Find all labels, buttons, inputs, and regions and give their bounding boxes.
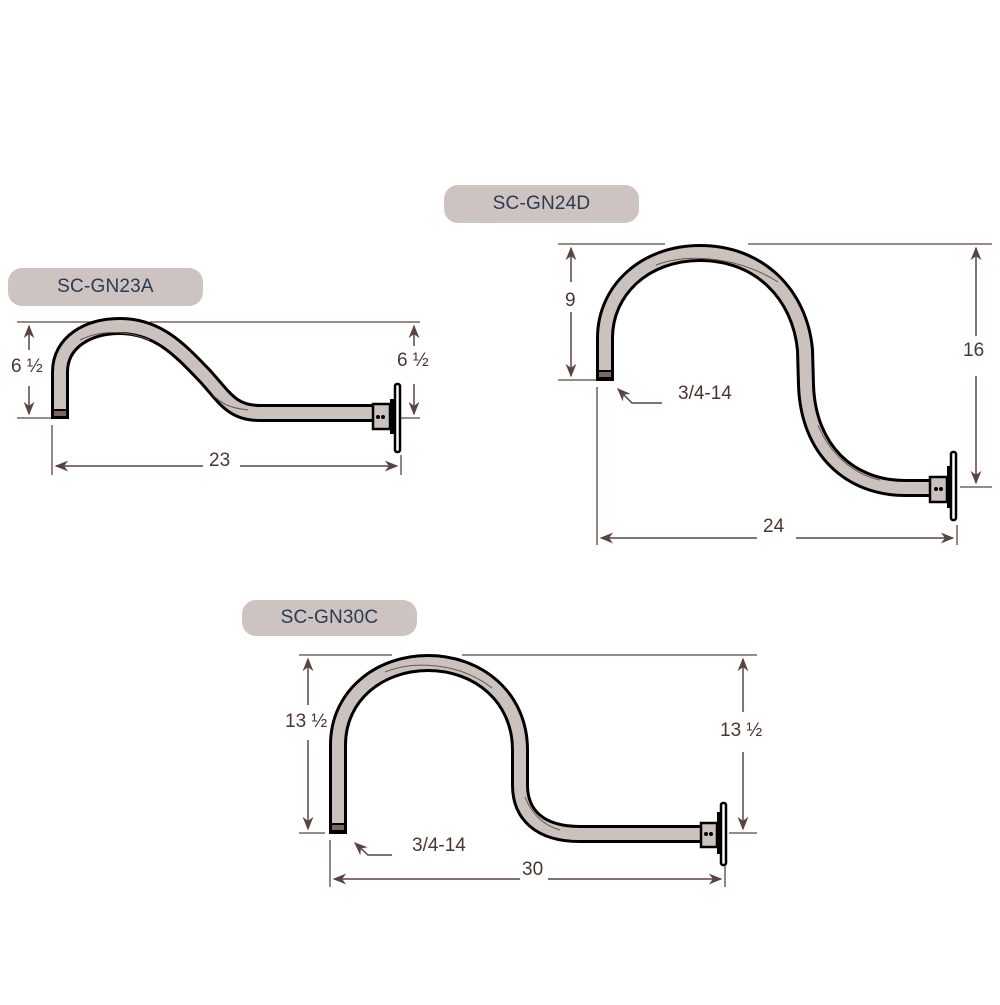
dim-30c-left-height: 13 ½ xyxy=(283,711,330,732)
model-label-sc-gn24d: SC-GN24D xyxy=(444,185,639,223)
dim-23a-left-height: 6 ½ xyxy=(9,356,45,377)
arm-sc-gn24d xyxy=(558,243,992,545)
dim-30c-thread: 3/4-14 xyxy=(410,835,468,856)
model-label-sc-gn23a: SC-GN23A xyxy=(8,268,203,306)
dim-30c-width: 30 xyxy=(520,859,546,880)
model-label-sc-gn30c: SC-GN30C xyxy=(242,600,417,636)
dim-24d-right-height: 16 xyxy=(961,340,987,361)
dim-24d-thread: 3/4-14 xyxy=(676,383,734,404)
dim-24d-left-height: 9 xyxy=(563,290,578,311)
dim-23a-width: 23 xyxy=(207,450,233,471)
dim-23a-right-height: 6 ½ xyxy=(395,350,431,371)
arm-sc-gn30c xyxy=(299,654,757,887)
arm-sc-gn23a xyxy=(17,317,420,475)
dim-24d-width: 24 xyxy=(761,516,787,537)
dim-30c-right-height: 13 ½ xyxy=(718,720,765,741)
